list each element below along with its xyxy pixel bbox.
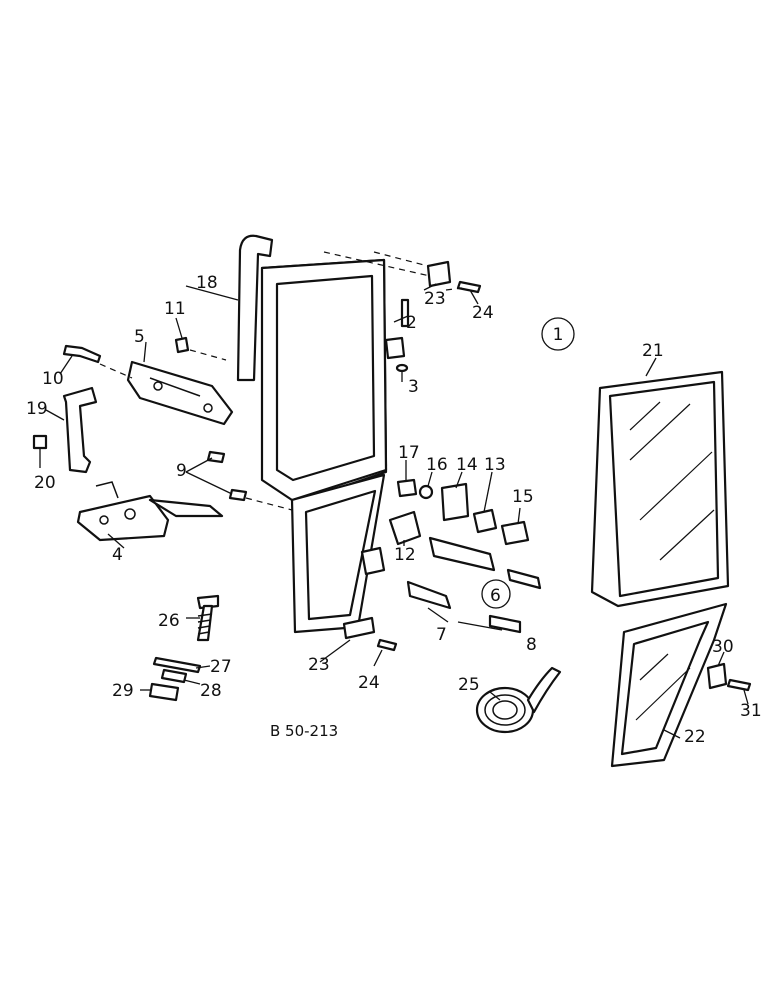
lock-mechanism-4 (76, 481, 224, 542)
hinge-pin-6 (428, 536, 496, 572)
callout-12: 12 (394, 545, 416, 565)
callout-3: 3 (408, 377, 419, 397)
screw-31 (726, 678, 752, 692)
callout-27: 27 (210, 657, 232, 677)
assembly-callout-text: 1 (553, 325, 564, 345)
callout-11: 11 (164, 299, 186, 319)
block-30 (706, 662, 728, 690)
seal-strip-18 (236, 234, 274, 382)
callout-5: 5 (134, 327, 145, 347)
callout-31: 31 (740, 701, 762, 721)
callout-22: 22 (684, 727, 706, 747)
callout-8: 8 (526, 635, 537, 655)
callout-2: 2 (406, 313, 417, 333)
washer-16 (418, 484, 434, 500)
drawing-code: B 50-213 (270, 722, 338, 740)
door-frame (260, 258, 388, 634)
bushing-13 (472, 508, 498, 534)
callout-9: 9 (176, 461, 187, 481)
screw-11 (174, 336, 190, 354)
glass-panel-22 (610, 602, 728, 768)
callout-30: 30 (712, 637, 734, 657)
assembly-callout-circle (541, 317, 575, 351)
callout-18: 18 (196, 273, 218, 293)
callout-circle-6 (481, 579, 511, 609)
handle-19 (62, 386, 98, 474)
frame-hinge-bracket-upper (384, 336, 406, 360)
latch-housing-5 (126, 360, 234, 426)
callout-24-upper: 24 (472, 303, 494, 323)
screw-20 (32, 434, 48, 450)
callout-15: 15 (512, 487, 534, 507)
screw-10 (62, 344, 102, 364)
clip-23-lower (342, 616, 376, 640)
callout-24-lower: 24 (358, 673, 380, 693)
callout-21: 21 (642, 341, 664, 361)
hinge-block-12 (388, 510, 422, 546)
callout-20: 20 (34, 473, 56, 493)
pin-6-clip (506, 568, 542, 590)
glass-panel-21 (590, 370, 730, 608)
bolt-15 (500, 520, 530, 546)
screw-2 (400, 298, 410, 328)
bracket-14 (440, 482, 470, 522)
callout-13: 13 (484, 455, 506, 475)
callout-10: 10 (42, 369, 64, 389)
callout-23-lower: 23 (308, 655, 330, 675)
frame-hinge-bracket-lower (360, 546, 386, 576)
callout-29: 29 (112, 681, 134, 701)
callout-4: 4 (112, 545, 123, 565)
callout-14: 14 (456, 455, 478, 475)
screw-9a (206, 450, 226, 464)
callout-25: 25 (458, 675, 480, 695)
callout-17: 17 (398, 443, 420, 463)
bolt-26 (196, 594, 220, 642)
sleeve-28 (160, 668, 188, 684)
callout-26: 26 (158, 611, 180, 631)
callout-19: 19 (26, 399, 48, 419)
rod-27 (152, 656, 202, 674)
screw-24-upper (456, 280, 482, 294)
callout-28: 28 (200, 681, 222, 701)
callout-7: 7 (436, 625, 447, 645)
hinge-pin-7 (406, 580, 452, 610)
callout-6: 6 (490, 586, 501, 606)
washer-3 (395, 363, 409, 373)
screw-9b (228, 488, 248, 502)
sleeve-29 (148, 682, 180, 702)
screw-24-lower (376, 638, 398, 652)
callout-16: 16 (426, 455, 448, 475)
clip-23-upper (426, 260, 452, 288)
nut-17 (396, 478, 418, 498)
pin-8 (488, 614, 522, 634)
callout-23-upper: 23 (424, 289, 446, 309)
seal-roll-25 (475, 666, 562, 734)
